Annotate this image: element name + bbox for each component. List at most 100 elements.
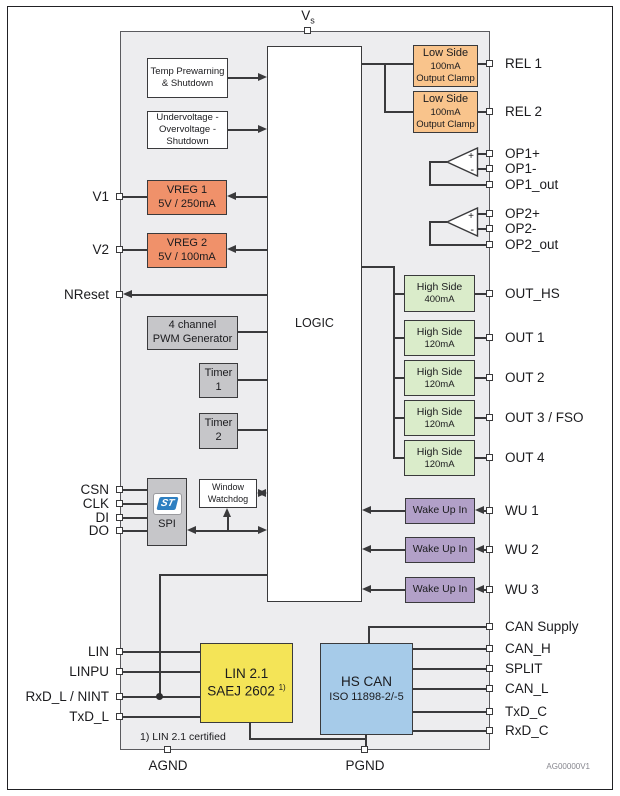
arrowhead-right	[258, 125, 267, 133]
block-logic: LOGIC	[267, 46, 362, 602]
wire	[393, 417, 404, 419]
pin-label-do: DO	[88, 523, 109, 538]
pin-label-txdc: TxD_C	[505, 704, 548, 719]
pin-wu2	[486, 546, 493, 553]
wire-clk	[120, 503, 147, 505]
pin-label-op2out: OP2_out	[505, 237, 559, 252]
pin-op1out	[486, 181, 493, 188]
wire	[371, 510, 405, 512]
block-spi: ST SPI	[147, 478, 187, 546]
hscan-subtitle: ISO 11898-2/-5	[329, 690, 404, 703]
pin-canh	[486, 645, 493, 652]
wire-nint	[159, 574, 161, 697]
wire	[393, 337, 404, 339]
pin-rxdl-nint	[116, 693, 123, 700]
vreg2-title: VREG 2	[166, 236, 208, 249]
lowside2-current: 100mA	[430, 107, 461, 118]
wire	[384, 111, 413, 113]
wire-out4	[475, 457, 490, 459]
pin-out2	[486, 374, 493, 381]
block-undervoltage: Undervoltage - Overvoltage - Shutdown	[147, 111, 228, 149]
pin-rxdc	[486, 727, 493, 734]
pin-label-can-supply: CAN Supply	[505, 619, 579, 634]
pin-label-op2m: OP2-	[505, 221, 537, 236]
svg-text:-: -	[470, 224, 474, 236]
hs3-title: High Side	[416, 365, 463, 378]
wire	[429, 161, 431, 186]
hs3-current: 120mA	[424, 378, 455, 390]
wire-out2	[475, 377, 490, 379]
pin-label-rel1: REL 1	[505, 56, 543, 71]
wire	[393, 377, 404, 379]
wire	[371, 589, 405, 591]
pin-label-agnd: AGND	[148, 758, 188, 773]
pin-label-ouths: OUT_HS	[505, 286, 560, 301]
pin-label-canl: CAN_L	[505, 681, 549, 696]
pin-label-out2: OUT 2	[505, 370, 545, 385]
wire	[483, 510, 488, 512]
wire	[238, 331, 267, 333]
wire-rel2	[478, 111, 490, 113]
wire	[368, 626, 370, 643]
pin-label-lin: LIN	[87, 644, 109, 659]
figure-code: AG00000V1	[546, 762, 590, 771]
arrowhead-left	[475, 585, 484, 593]
lin-footnote-ref: 1)	[278, 682, 286, 692]
block-timer1: Timer 1	[199, 363, 238, 398]
pin-label-rel2: REL 2	[505, 104, 543, 119]
hs4-title: High Side	[416, 405, 463, 418]
block-timer2: Timer 2	[199, 413, 238, 449]
st-logo-icon: ST	[152, 492, 182, 515]
opamp1-icon: + -	[445, 147, 479, 177]
wire	[483, 589, 488, 591]
logic-label: LOGIC	[295, 316, 334, 331]
pin-wu3	[486, 586, 493, 593]
arrowhead-left	[362, 506, 371, 514]
hs2-current: 120mA	[424, 338, 455, 350]
wire-csn	[120, 489, 147, 491]
pwm-line1: 4 channel	[168, 319, 217, 332]
pin-label-out4: OUT 4	[505, 450, 545, 465]
pin-linpu	[116, 668, 123, 675]
pin-label-clk: CLK	[82, 496, 109, 511]
pin-label-csn: CSN	[80, 482, 109, 497]
wire-can-gnd	[365, 734, 367, 750]
pin-nreset	[116, 291, 123, 298]
pin-label-wu2: WU 2	[505, 542, 539, 557]
wire-lin-gnd	[249, 722, 251, 739]
pin-label-vs: Vs	[301, 8, 315, 26]
svg-text:-: -	[470, 164, 474, 176]
pin-vs	[304, 27, 311, 34]
arrowhead-left	[362, 545, 371, 553]
block-wake-up-2: Wake Up In	[405, 537, 475, 563]
wire-di	[120, 517, 147, 519]
block-high-side-5: High Side 120mA	[404, 440, 475, 476]
lowside1-current: 100mA	[430, 61, 461, 72]
wire-canl	[413, 688, 490, 690]
wire-do	[120, 530, 147, 532]
pin-do	[116, 527, 123, 534]
pin-wu1	[486, 507, 493, 514]
pin-label-txdl: TxD_L	[69, 709, 109, 724]
arrowhead-right	[258, 526, 267, 534]
pin-label-v1: V1	[92, 189, 109, 204]
uv-line3: Shutdown	[166, 135, 209, 147]
wire	[393, 293, 404, 295]
wire-op2out	[430, 244, 490, 246]
wire-rxdc	[413, 730, 490, 732]
block-high-side-2: High Side 120mA	[404, 320, 475, 356]
wire	[429, 221, 431, 246]
pin-rel1	[486, 60, 493, 67]
wakeup2-label: Wake Up In	[412, 543, 468, 556]
wire	[234, 196, 267, 198]
hs1-current: 400mA	[424, 294, 455, 306]
lowside1-clamp: Output Clamp	[416, 72, 475, 84]
timer1-line1: Timer	[204, 366, 233, 379]
block-lin: LIN 2.1 SAEJ 2602 1)	[200, 643, 293, 723]
pin-label-op1out: OP1_out	[505, 177, 559, 192]
pin-out4	[486, 454, 493, 461]
wire	[120, 196, 147, 198]
block-low-side-2: Low Side 100mA Output Clamp	[413, 91, 478, 133]
wire-gnd	[249, 738, 367, 740]
hs5-title: High Side	[416, 445, 463, 458]
